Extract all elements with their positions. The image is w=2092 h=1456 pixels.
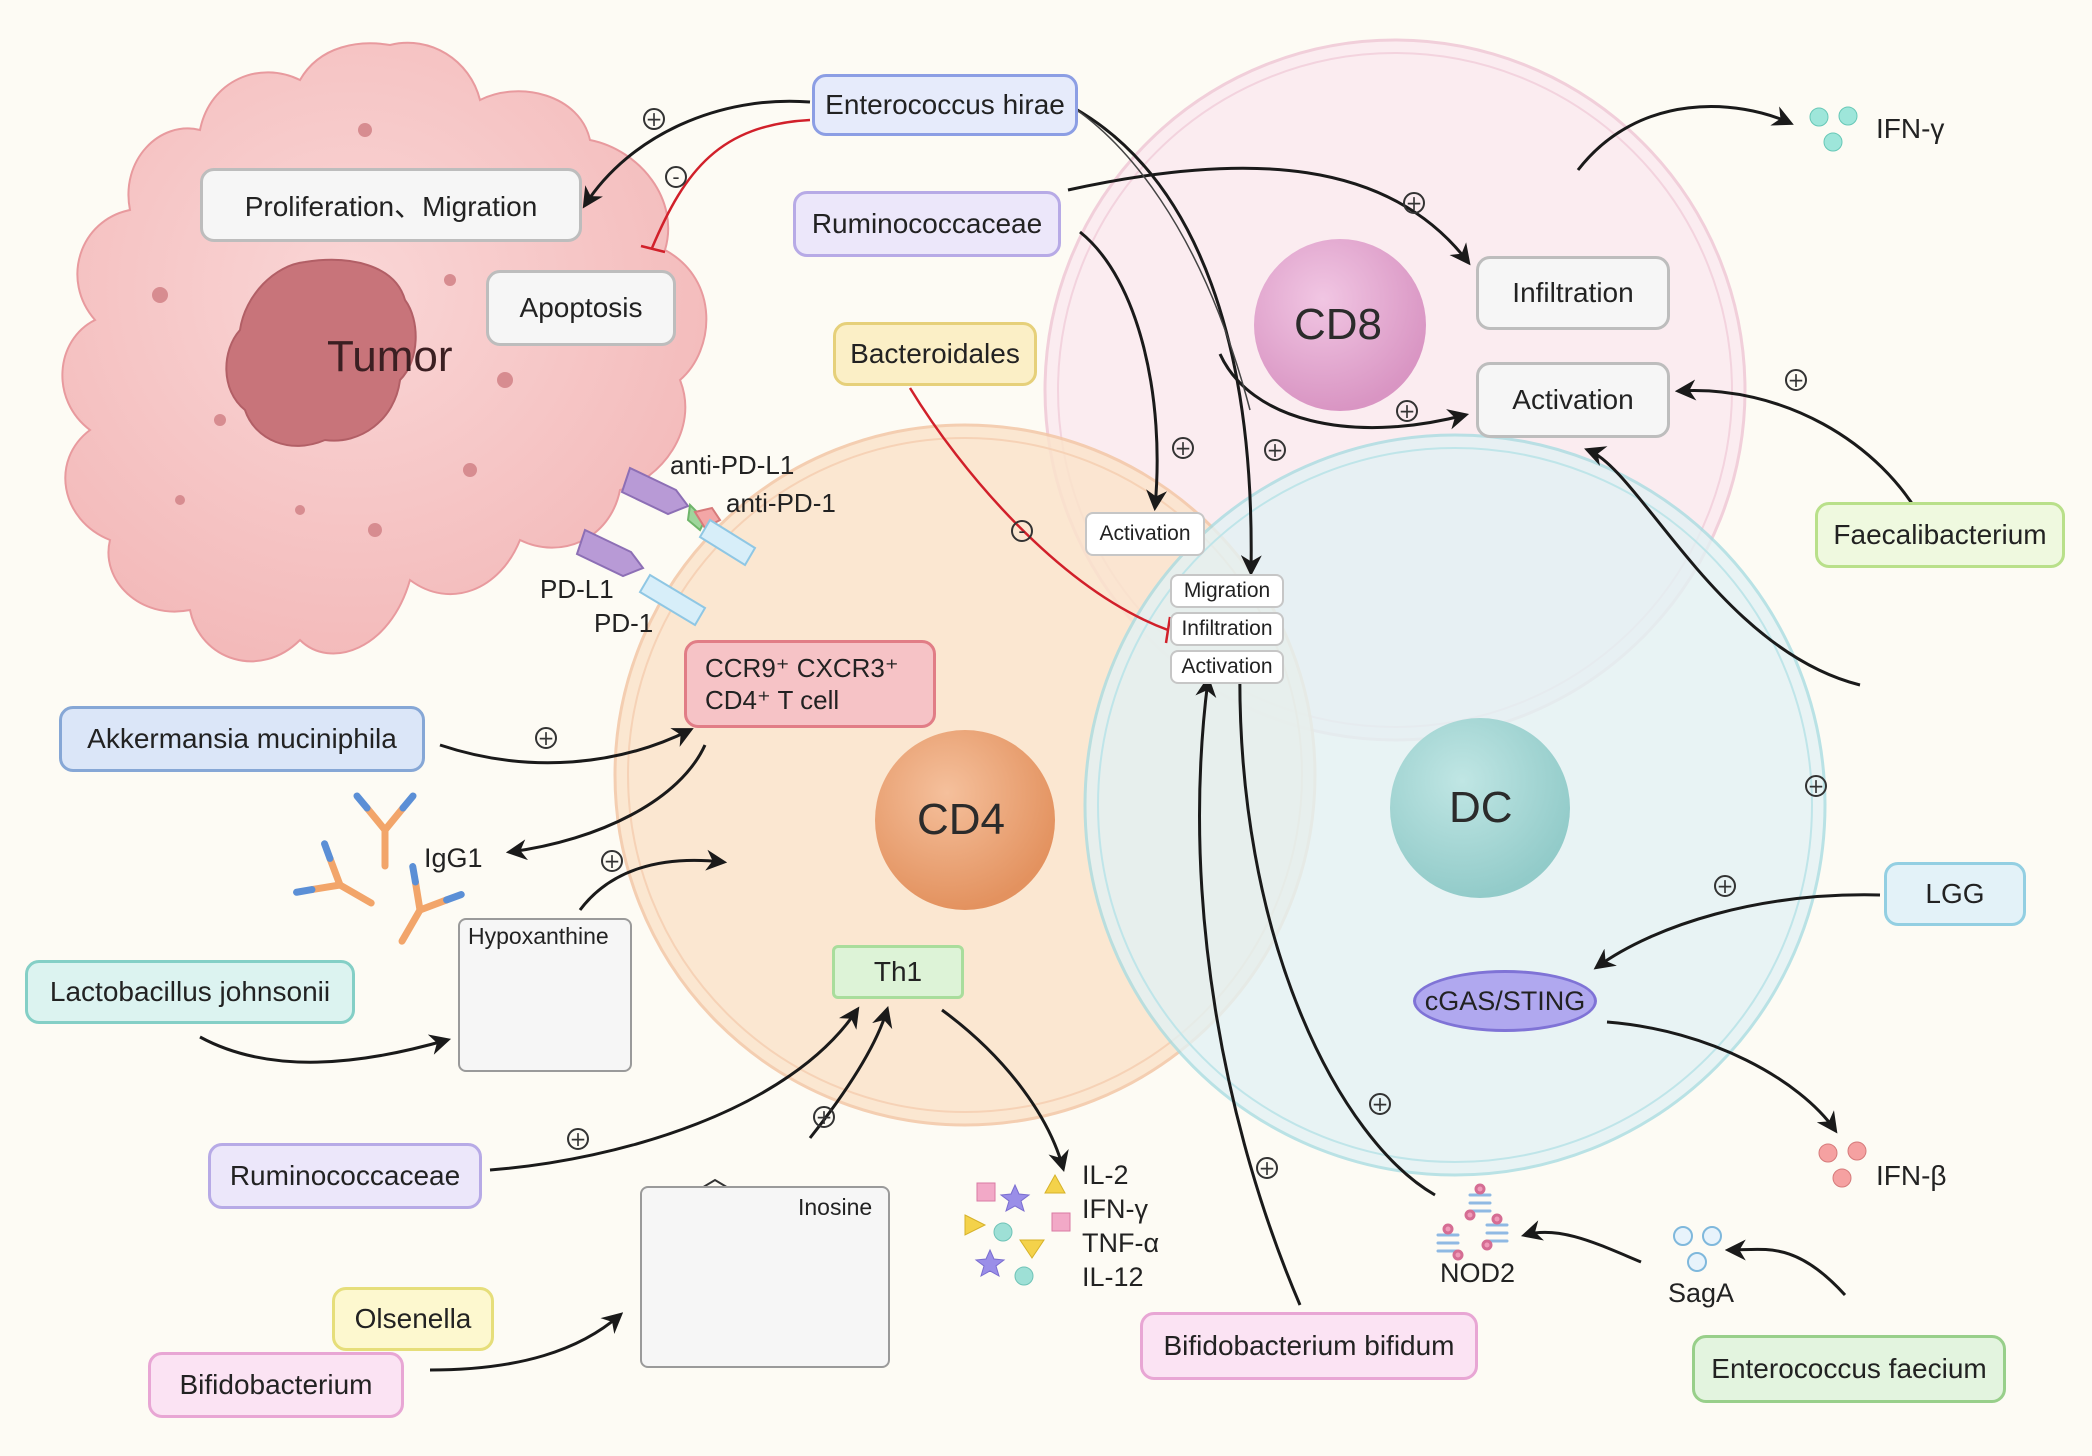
- plus-marker: +: [643, 108, 665, 130]
- plus-marker: +: [535, 727, 557, 749]
- activation-small-box: Activation: [1085, 512, 1205, 556]
- ruminococcaceae-bottom-box: Ruminococcaceae: [208, 1143, 482, 1209]
- ruminococcaceae-top-box: Ruminococcaceae: [793, 191, 1061, 257]
- cytokine-il-12: IL-12: [1082, 1262, 1144, 1292]
- tumor-nucleus: [225, 258, 417, 447]
- infiltration-box: Infiltration: [1476, 256, 1670, 330]
- checkpoint-molecules: [575, 466, 757, 627]
- dc-cell: [1390, 718, 1570, 898]
- cd8-cell: [1254, 239, 1426, 411]
- infiltration-small-box: Infiltration: [1170, 612, 1284, 646]
- plus-marker: +: [813, 1106, 835, 1128]
- plus-marker: +: [601, 850, 623, 872]
- inosine-label: Inosine: [798, 1194, 873, 1220]
- cytokine-tnf-alpha: TNF-α: [1082, 1228, 1160, 1258]
- anti-pd-l1-label: anti-PD-L1: [670, 450, 795, 480]
- cgas-sting-ellipse: cGAS/STING: [1413, 970, 1597, 1032]
- saga-label: SagA: [1668, 1278, 1735, 1308]
- cytokine-il-2: IL-2: [1082, 1160, 1129, 1190]
- inosine-panel: [640, 1186, 890, 1368]
- enterococcus-hirae-box: Enterococcus hirae: [812, 74, 1078, 136]
- olsenella-box: Olsenella: [332, 1287, 494, 1351]
- plus-marker: +: [1256, 1157, 1278, 1179]
- minus-marker: -: [1011, 520, 1033, 542]
- cytokine-ifn-gamma: IFN-γ: [1082, 1194, 1148, 1224]
- plus-marker: +: [567, 1128, 589, 1150]
- hypoxanthine-panel: [458, 918, 632, 1072]
- plus-marker: +: [1264, 439, 1286, 461]
- minus-marker: -: [665, 166, 687, 188]
- apoptosis-box: Apoptosis: [486, 270, 676, 346]
- cd4-cell: [875, 730, 1055, 910]
- cd8-label: CD8: [1294, 300, 1383, 349]
- enterococcus-faecium-box: Enterococcus faecium: [1692, 1335, 2006, 1403]
- ifn-gamma-label: IFN-γ: [1876, 113, 1945, 144]
- anti-pd-1-label: anti-PD-1: [726, 488, 836, 518]
- migration-small-box: Migration: [1170, 574, 1284, 608]
- cytokine-particles: [964, 1173, 1071, 1286]
- hypoxanthine-label: Hypoxanthine: [468, 923, 609, 949]
- bifidobacterium-box: Bifidobacterium: [148, 1352, 404, 1418]
- plus-marker: +: [1785, 369, 1807, 391]
- ccr9-line2: CD4⁺ T cell: [705, 685, 840, 715]
- igg1-label: IgG1: [424, 843, 483, 873]
- plus-marker: +: [1396, 400, 1418, 422]
- pd-l1-label: PD-L1: [540, 574, 614, 604]
- nod2-label: NOD2: [1440, 1258, 1516, 1288]
- plus-marker: +: [1369, 1093, 1391, 1115]
- plus-marker: +: [1805, 775, 1827, 797]
- cd4-label: CD4: [917, 795, 1006, 844]
- th1-box: Th1: [832, 945, 964, 999]
- akkermansia-box: Akkermansia muciniphila: [59, 706, 425, 772]
- ifn-beta-dots: [1818, 1141, 1867, 1188]
- bifidobacterium-bifidum-box: Bifidobacterium bifidum: [1140, 1312, 1478, 1380]
- lgg-box: LGG: [1884, 862, 2026, 926]
- ifn-beta-label: IFN-β: [1876, 1160, 1947, 1191]
- igg1-antibodies: [293, 792, 465, 945]
- ccr9-cxcr3-cd4-box: CCR9⁺ CXCR3⁺ CD4⁺ T cell: [684, 640, 936, 728]
- dc-label: DC: [1449, 783, 1513, 832]
- thin-connectors: [1073, 107, 1251, 411]
- faecalibacterium-box: Faecalibacterium: [1815, 502, 2065, 568]
- saga-dots: [1673, 1226, 1722, 1272]
- plus-marker: +: [1403, 192, 1425, 214]
- bacteroidales-box: Bacteroidales: [833, 322, 1037, 386]
- proliferation-migration-box: Proliferation、Migration: [200, 168, 582, 242]
- ccr9-line1: CCR9⁺ CXCR3⁺: [705, 653, 899, 683]
- plus-marker: +: [1172, 437, 1194, 459]
- ifn-gamma-dots: [1809, 106, 1858, 152]
- tumor-label: Tumor: [327, 332, 453, 381]
- pd-1-label: PD-1: [594, 608, 654, 638]
- activation-small-box-dc: Activation: [1170, 650, 1284, 684]
- plus-marker: +: [1714, 875, 1736, 897]
- activation-box: Activation: [1476, 362, 1670, 438]
- lactobacillus-box: Lactobacillus johnsonii: [25, 960, 355, 1024]
- nod2-receptors: [1436, 1183, 1509, 1261]
